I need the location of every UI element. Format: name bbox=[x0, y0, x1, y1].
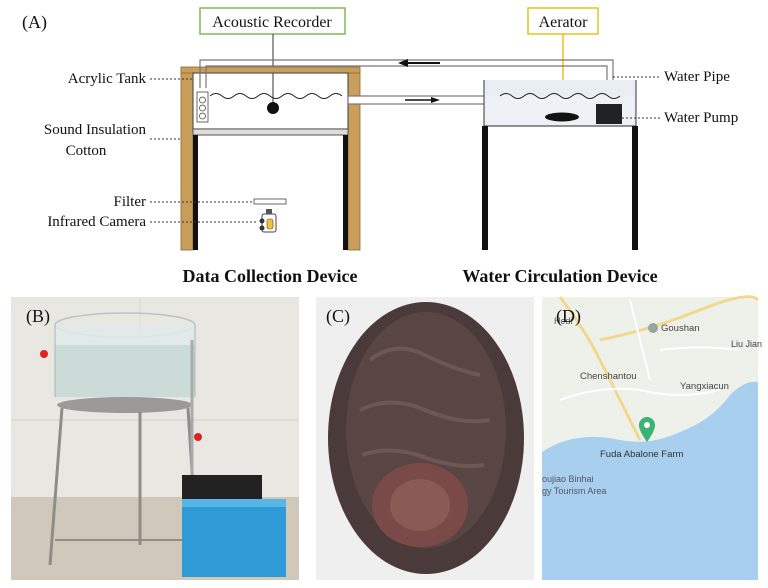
panel-c-label: (C) bbox=[326, 306, 350, 327]
water-circulation-device-title: Water Circulation Device bbox=[462, 266, 657, 286]
filter-label: Filter bbox=[114, 194, 147, 210]
right-water-surface bbox=[499, 93, 621, 99]
return-flow-arrowhead bbox=[398, 59, 408, 67]
map-label-liujian: Liu Jian bbox=[731, 339, 762, 349]
filter-icon bbox=[253, 198, 287, 205]
panel-a-label: (A) bbox=[22, 12, 47, 33]
panel-a-schematic: (A) Acoustic Recorder Aerator bbox=[22, 7, 738, 286]
map-label-binhai-1: oujiao Binhai bbox=[542, 474, 594, 484]
insulation-left-wall bbox=[180, 69, 194, 251]
tank-leg-right bbox=[343, 135, 348, 250]
water-pipe-label: Water Pipe bbox=[664, 69, 730, 85]
panel-d-map: Hedi Goushan Liu Jian Chenshantou Yangxi… bbox=[542, 295, 762, 580]
infrared-camera-label: Infrared Camera bbox=[47, 214, 146, 230]
map-label-farm: Fuda Abalone Farm bbox=[600, 449, 684, 460]
sound-insulation-label-2: Cotton bbox=[66, 143, 107, 159]
panel-d-label: (D) bbox=[556, 306, 581, 327]
circulation-leg-left bbox=[482, 126, 488, 250]
panel-b-label: (B) bbox=[26, 306, 50, 327]
acoustic-recorder-box bbox=[199, 7, 346, 35]
aerator-label: Aerator bbox=[539, 14, 589, 31]
hydrophone-icon bbox=[267, 102, 279, 114]
location-pin-icon bbox=[639, 417, 655, 442]
tank-shelf bbox=[192, 128, 349, 136]
inlet-holes bbox=[196, 91, 209, 123]
map-label-goushan: Goushan bbox=[661, 323, 700, 334]
map-label-binhai-2: gy Tourism Area bbox=[542, 486, 606, 496]
tank-leg-left bbox=[193, 135, 198, 250]
mountain-icon bbox=[648, 323, 658, 333]
infrared-camera-icon bbox=[259, 209, 277, 233]
water-pump-icon bbox=[596, 104, 622, 124]
acrylic-tank bbox=[192, 72, 349, 130]
panel-c-photo: (C) bbox=[316, 297, 534, 580]
sound-insulation-label-1: Sound Insulation bbox=[44, 122, 147, 138]
acoustic-recorder-label: Acoustic Recorder bbox=[212, 14, 332, 31]
acrylic-tank-label: Acrylic Tank bbox=[68, 71, 147, 87]
outlet-flow-arrowhead bbox=[431, 97, 440, 103]
left-water-surface bbox=[209, 93, 343, 99]
map-label-chenshantou: Chenshantou bbox=[580, 371, 637, 382]
insulation-top bbox=[180, 66, 361, 74]
circulation-leg-right bbox=[632, 126, 638, 250]
data-collection-device-title: Data Collection Device bbox=[183, 266, 358, 286]
aerator-stone-icon bbox=[545, 112, 579, 122]
aerator-box bbox=[527, 7, 599, 35]
panel-b-photo: (B) bbox=[11, 297, 299, 580]
map-label-hedi: Hedi bbox=[554, 316, 573, 326]
water-pump-label: Water Pump bbox=[664, 110, 738, 126]
map-label-yangxiacun: Yangxiacun bbox=[680, 381, 729, 392]
sea-area bbox=[542, 381, 758, 580]
